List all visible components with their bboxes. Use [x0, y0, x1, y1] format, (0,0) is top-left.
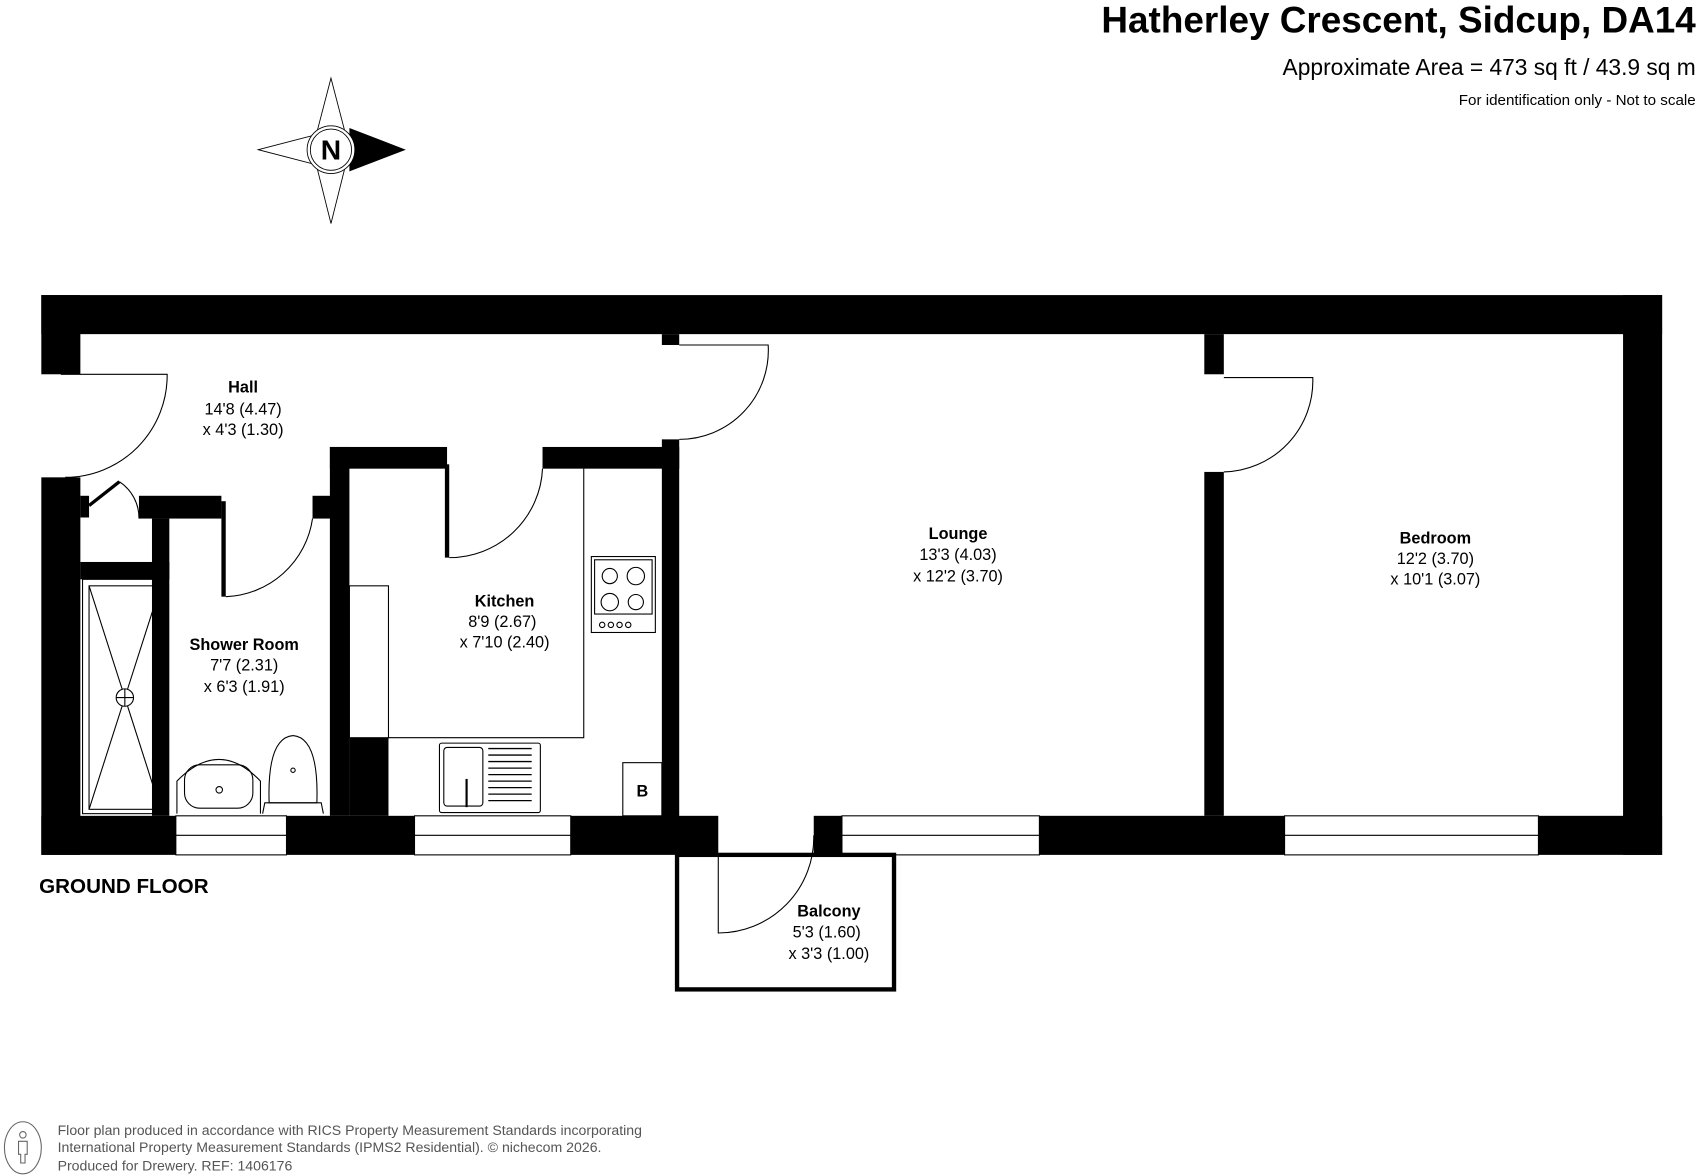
room-name: Bedroom	[1400, 530, 1471, 548]
room-dim: x 10'1 (3.07)	[1390, 571, 1480, 589]
sink-icon	[438, 742, 541, 814]
person-icon	[3, 1121, 42, 1175]
boiler-cupboard	[622, 762, 663, 817]
room-shower: Shower Room 7'7 (2.31) x 6'3 (1.91)	[190, 636, 299, 696]
room-dim: x 6'3 (1.91)	[204, 678, 285, 696]
footer-line-3: Produced for Drewery. REF: 1406176	[58, 1158, 293, 1174]
shower-tray-icon	[81, 578, 168, 815]
room-name: Shower Room	[190, 636, 299, 654]
room-dim: 5'3 (1.60)	[793, 923, 861, 941]
footer-line-2: International Property Measurement Stand…	[58, 1139, 602, 1155]
room-lounge: Lounge 13'3 (4.03) x 12'2 (3.70)	[913, 525, 1003, 585]
counter	[348, 468, 585, 739]
hob-icon	[590, 555, 656, 634]
toilet-icon	[262, 734, 324, 814]
north-label: N	[321, 133, 341, 165]
room-hall: Hall 14'8 (4.47) x 4'3 (1.30)	[203, 379, 284, 439]
room-name: Hall	[228, 379, 258, 397]
room-dim: 14'8 (4.47)	[204, 400, 281, 418]
room-dim: x 7'10 (2.40)	[460, 634, 550, 652]
windows	[175, 815, 1539, 856]
room-dim: 7'7 (2.31)	[210, 656, 278, 674]
approximate-area: Approximate Area = 473 sq ft / 43.9 sq m	[1283, 54, 1696, 80]
property-title: Hatherley Crescent, Sidcup, DA14	[1101, 0, 1696, 41]
room-balcony: Balcony 5'3 (1.60) x 3'3 (1.00)	[788, 903, 869, 963]
room-name: Balcony	[797, 903, 860, 921]
room-dim: x 3'3 (1.00)	[788, 945, 869, 963]
room-dim: 12'2 (3.70)	[1397, 550, 1474, 568]
room-kitchen: Kitchen 8'9 (2.67) x 7'10 (2.40)	[460, 592, 550, 651]
balcony-outline	[674, 852, 897, 992]
compass-icon: N	[256, 76, 406, 224]
room-name: Lounge	[929, 525, 988, 543]
floor-label: GROUND FLOOR	[39, 875, 209, 898]
room-dim: 13'3 (4.03)	[919, 546, 996, 564]
boiler-label: B	[636, 782, 648, 800]
room-name: Kitchen	[475, 592, 535, 610]
washbasin-icon	[176, 759, 261, 814]
room-dim: 8'9 (2.67)	[468, 613, 536, 631]
scale-disclaimer: For identification only - Not to scale	[1459, 92, 1696, 109]
walls	[41, 295, 1663, 855]
room-dim: x 12'2 (3.70)	[913, 567, 1003, 585]
room-bedroom: Bedroom 12'2 (3.70) x 10'1 (3.07)	[1390, 530, 1480, 589]
footer-line-1: Floor plan produced in accordance with R…	[58, 1122, 642, 1138]
room-dim: x 4'3 (1.30)	[203, 421, 284, 439]
